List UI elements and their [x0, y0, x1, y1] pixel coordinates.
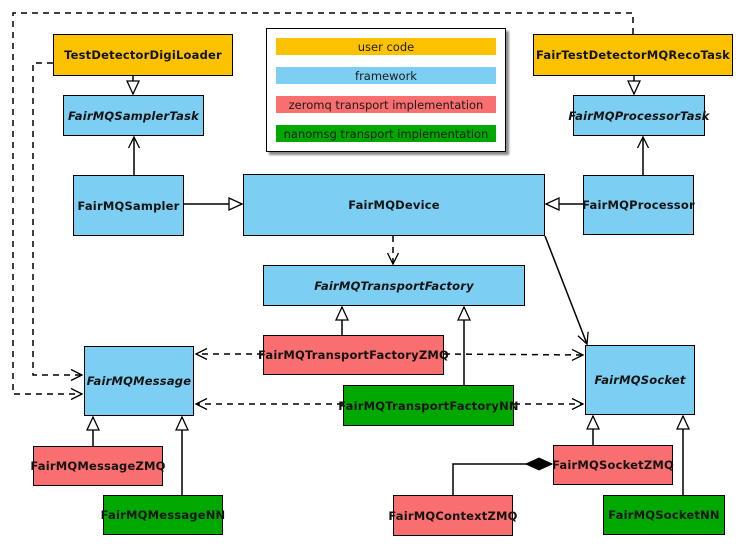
node-fairmq-transport-factory-zmq: FairMQTransportFactoryZMQ: [258, 335, 449, 375]
node-fair-test-detector-mq-reco-task: FairTestDetectorMQRecoTask: [533, 34, 733, 76]
edge-recotask-message-dependency: [12, 12, 634, 401]
node-fairmq-processor: FairMQProcessor: [582, 175, 695, 235]
legend-item-zeromq: zeromq transport implementation: [276, 96, 496, 113]
edge-device-socket-association: [544, 235, 589, 346]
edge-digiloader-message-dependency: [32, 62, 84, 382]
legend: user code framework zeromq transport imp…: [266, 28, 506, 152]
edge-tfzmq-socket-dependency: [443, 348, 585, 362]
legend-item-user-code: user code: [276, 38, 496, 55]
legend-item-framework: framework: [276, 67, 496, 84]
node-fairmq-socket-zmq: FairMQSocketZMQ: [552, 445, 674, 485]
legend-item-nanomsg: nanomsg transport implementation: [276, 125, 496, 142]
node-fairmq-context-zmq: FairMQContextZMQ: [388, 495, 517, 536]
node-fairmq-sampler: FairMQSampler: [73, 175, 184, 236]
node-fairmq-processor-task: FairMQProcessorTask: [568, 95, 709, 136]
node-fairmq-sampler-task: FairMQSamplerTask: [63, 95, 204, 136]
edge-socketzmq-contextzmq-composition: [452, 457, 554, 495]
node-fairmq-device: FairMQDevice: [243, 174, 545, 236]
node-fairmq-message-zmq: FairMQMessageZMQ: [30, 446, 165, 486]
node-fairmq-socket-nn: FairMQSocketNN: [603, 495, 725, 535]
node-fairmq-message: FairMQMessage: [84, 346, 194, 416]
node-fairmq-message-nn: FairMQMessageNN: [101, 495, 225, 535]
node-test-detector-digi-loader: TestDetectorDigiLoader: [53, 34, 233, 76]
node-fairmq-transport-factory: FairMQTransportFactory: [263, 265, 525, 306]
node-fairmq-transport-factory-nn: FairMQTransportFactoryNN: [338, 385, 519, 426]
node-fairmq-socket: FairMQSocket: [585, 345, 695, 415]
